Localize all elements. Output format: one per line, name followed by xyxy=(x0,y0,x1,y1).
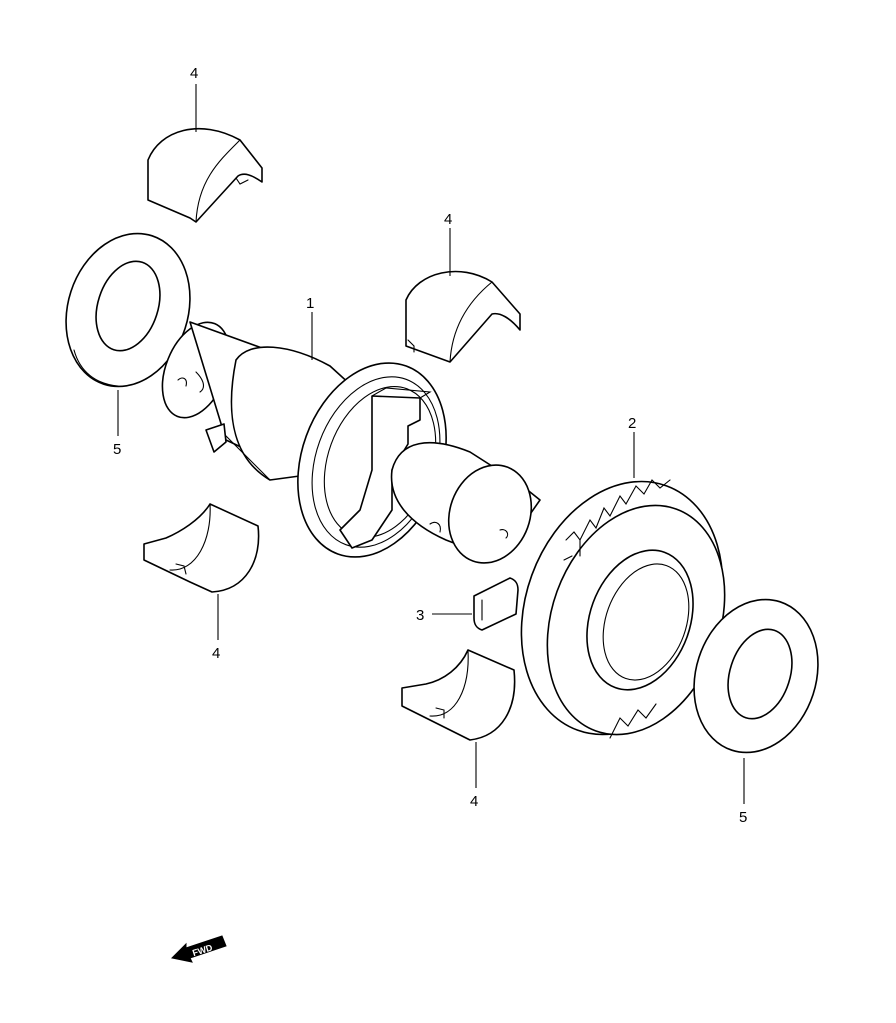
key xyxy=(473,577,519,631)
callout-label-part-2: 2 xyxy=(628,415,636,432)
bearing-half-top-left xyxy=(147,127,263,223)
bearing-half-bottom-center xyxy=(401,649,516,741)
callout-label-part-3: 3 xyxy=(416,607,424,624)
bearing-half-top-right xyxy=(405,270,521,363)
callout-label-part-1: 1 xyxy=(306,295,314,312)
callout-label-part-5: 5 xyxy=(113,441,121,458)
fwd-label: FWD xyxy=(191,942,214,958)
callout-label-part-4: 4 xyxy=(190,65,198,82)
callout-label-part-5: 5 xyxy=(739,809,747,826)
washer-right xyxy=(693,598,819,754)
callout-label-part-4: 4 xyxy=(444,211,452,228)
callout-label-part-4: 4 xyxy=(470,793,478,810)
shaft xyxy=(161,321,541,564)
bearing-half-bottom-left xyxy=(143,503,260,593)
fwd-arrow-icon: FWD xyxy=(170,935,227,963)
gear xyxy=(520,479,726,739)
callout-label-part-4: 4 xyxy=(212,645,220,662)
washer-left xyxy=(65,232,191,388)
